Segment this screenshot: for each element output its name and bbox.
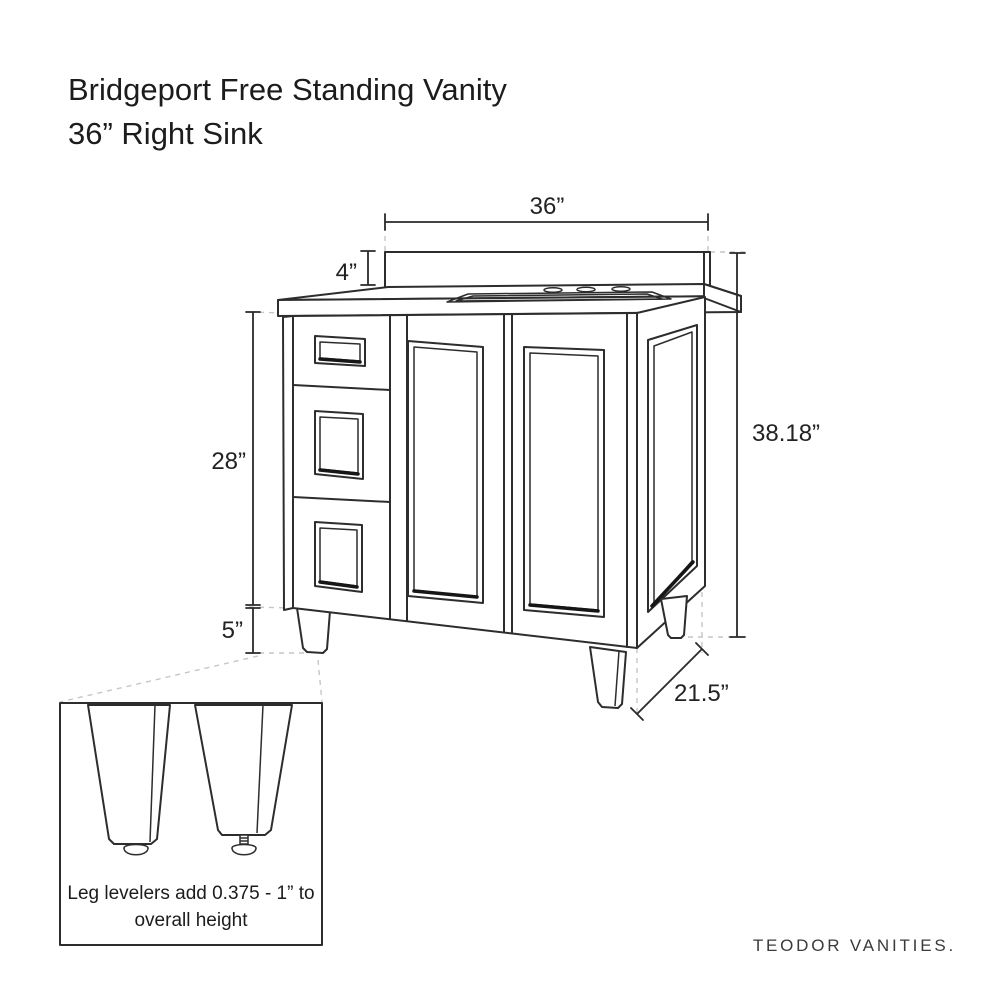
inset-left-leveler-base: [123, 847, 149, 856]
overall-height-projection-lines: [678, 251, 748, 638]
product-title-line1: Bridgeport Free Standing Vanity: [68, 72, 507, 107]
inset-left-leg-corner-edge: [149, 704, 156, 843]
faucet-hole-center: [576, 286, 596, 293]
inset-right-leg-body: [194, 704, 293, 836]
dimension-width: 36”: [384, 193, 709, 231]
title-block: Bridgeport Free Standing Vanity 36” Righ…: [68, 72, 507, 151]
door-2-panel: [523, 346, 605, 618]
depth-dim-line: [630, 642, 709, 721]
drawer-1-shadow: [318, 357, 362, 364]
inset-left-leg-body: [87, 704, 171, 845]
inset-right-leg: [194, 704, 293, 856]
drawer-3-panel: [314, 521, 363, 593]
backsplash: [384, 251, 711, 289]
faucet-hole-left: [543, 287, 563, 293]
backsplash-dim-label: 4”: [336, 259, 357, 286]
faucet-hole-right: [611, 286, 631, 292]
overall-height-dim-line: [729, 252, 746, 638]
countertop: [277, 283, 742, 317]
overall-height-dim-label: 38.18”: [752, 420, 820, 447]
inset-right-leveler-base: [231, 847, 257, 856]
width-projection-lines: [384, 226, 709, 251]
doors: [407, 340, 605, 618]
drawer-2-shadow: [318, 468, 360, 476]
leveler-note-line1: Leg levelers add 0.375 - 1” to: [67, 883, 314, 904]
sink-inner-rim: [455, 293, 663, 302]
drawer-2-panel: [314, 410, 364, 480]
door-1-shadow: [412, 589, 479, 599]
dimension-overall-height: 38.18”: [729, 252, 820, 638]
side-panel-frame-outer: [647, 324, 698, 613]
inset-left-leg: [87, 704, 171, 856]
depth-projection-lines: [636, 592, 703, 718]
leg-height-dim-line: [245, 607, 261, 654]
vanity-illustration: [277, 251, 742, 709]
dimension-cabinet-height: 28”: [211, 311, 261, 606]
cabinet-height-dim-line: [245, 311, 261, 606]
leveler-note-line2: overall height: [134, 910, 248, 931]
legs: [296, 595, 688, 709]
door-1-panel: [407, 340, 484, 604]
cabinet-front: [282, 312, 638, 649]
dimension-leg-height: 5”: [222, 607, 261, 654]
width-dim-line: [384, 213, 709, 231]
drawer-stack: [314, 335, 366, 593]
drawer-1-panel: [314, 335, 366, 367]
side-panel-shadow: [650, 560, 695, 608]
cabinet-left-edge: [282, 315, 294, 611]
product-title-line2: 36” Right Sink: [68, 116, 263, 151]
brand-logo: TEODOR VANITIES.: [753, 936, 956, 955]
drawer-separators: [292, 384, 391, 503]
backsplash-face: [384, 251, 711, 289]
leg-height-dim-label: 5”: [222, 617, 243, 644]
front-left-leg: [296, 607, 331, 654]
front-right-leg-corner-edge: [614, 650, 620, 707]
drawer-3-shadow: [318, 580, 359, 589]
depth-dim-label: 21.5”: [674, 680, 729, 707]
back-right-leg: [660, 595, 688, 639]
sink-cutout: [446, 286, 672, 303]
inset-right-leg-corner-edge: [256, 704, 264, 834]
cabinet-side-panel: [636, 296, 706, 649]
door-2-shadow: [528, 603, 600, 613]
cabinet-front-face: [292, 312, 638, 649]
inset-callout-leader-lines: [59, 655, 323, 703]
backsplash-dim-line: [360, 250, 376, 286]
cabinet-height-dim-label: 28”: [211, 448, 246, 475]
dimension-backsplash-height: 4”: [336, 250, 376, 286]
leg-leveler-inset: Leg levelers add 0.375 - 1” to overall h…: [59, 702, 323, 946]
width-dim-label: 36”: [530, 193, 565, 220]
front-right-leg: [589, 646, 627, 709]
dimension-depth: 21.5”: [630, 642, 729, 721]
